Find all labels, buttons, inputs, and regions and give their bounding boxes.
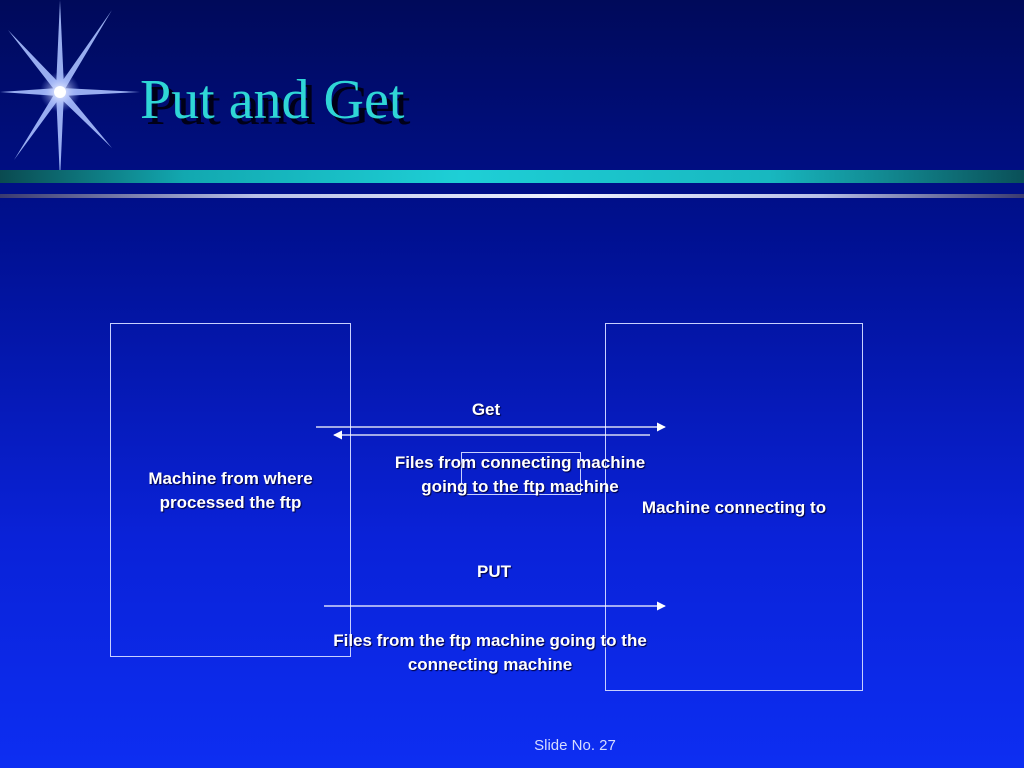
highlight-box (461, 452, 581, 495)
slide-number: Slide No. 27 (534, 737, 616, 754)
remote-machine-label: Machine connecting to (641, 498, 827, 517)
put-label: PUT (477, 562, 511, 581)
get-description: Files from connecting machine going to t… (394, 453, 646, 496)
get-label: Get (471, 400, 501, 419)
title-divider-line (0, 194, 1024, 198)
put-description: Files from the ftp machine going to the … (333, 631, 647, 674)
remote-machine-box (605, 323, 863, 691)
ftp-machine-label: Machine from where processed the ftp (148, 469, 313, 512)
slide-title: Put and Get (140, 69, 405, 131)
ftp-machine-box (110, 323, 351, 657)
title-divider-bar (0, 170, 1024, 183)
starburst-icon (0, 0, 140, 180)
